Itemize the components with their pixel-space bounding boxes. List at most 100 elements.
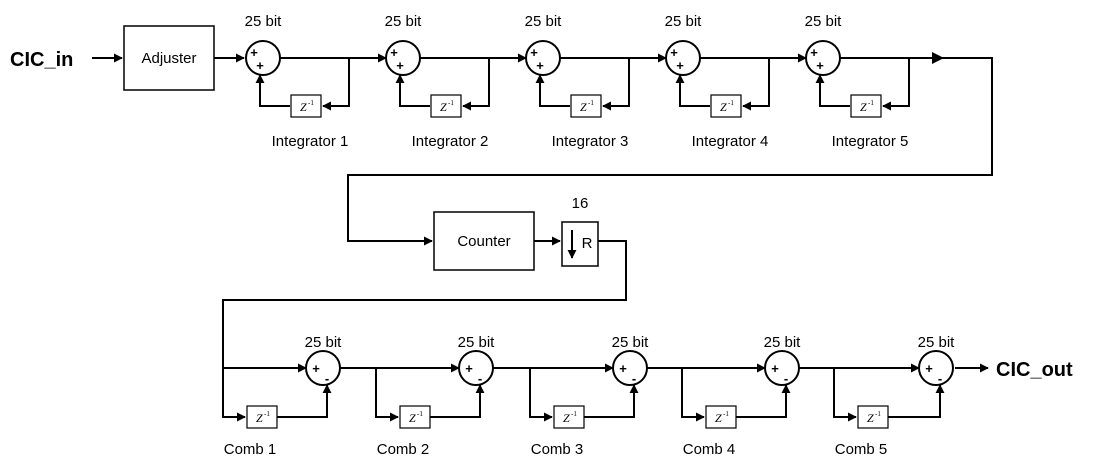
cic-in-label: CIC_in — [10, 49, 73, 71]
integrator-return-wire — [395, 74, 430, 107]
delay-symbol-base: Z — [409, 411, 416, 425]
integrator-feedback-wire — [322, 58, 350, 111]
downsampler-to-comb-wire — [222, 240, 627, 368]
delay-box — [710, 94, 742, 118]
comb-label: Comb 3 — [531, 441, 584, 458]
integrator-delay: Z-1 — [710, 94, 742, 118]
integrator-to-counter-wire — [347, 57, 993, 246]
adder-sign-left: + — [925, 361, 933, 376]
comb-label: Comb 2 — [377, 441, 430, 458]
bit-width-label: 25 bit — [305, 334, 343, 351]
comb-subtract-wire — [888, 384, 945, 418]
integrator-label: Integrator 4 — [692, 133, 769, 150]
delay-symbol-exponent: -1 — [868, 99, 874, 107]
comb-delay-input-wire — [681, 368, 705, 422]
comb-label: Comb 4 — [683, 441, 736, 458]
integrator-return-wire — [535, 74, 570, 107]
delay-symbol-exponent: -1 — [308, 99, 314, 107]
adder-sign-top: + — [810, 45, 818, 60]
delay-box — [430, 94, 462, 118]
delay-symbol-exponent: -1 — [264, 410, 270, 418]
integrator-delay: Z-1 — [290, 94, 322, 118]
adder-sign-left: + — [771, 361, 779, 376]
summing-junction — [764, 350, 800, 386]
adder-sign-bottom: - — [632, 371, 636, 386]
delay-symbol-base: Z — [256, 411, 263, 425]
integrator-label: Integrator 5 — [832, 133, 909, 150]
delay-box — [857, 405, 889, 429]
delay-symbol-base: Z — [300, 100, 307, 114]
comb-subtract-wire — [736, 384, 791, 418]
integrator-label: Integrator 2 — [412, 133, 489, 150]
integrator-feedback-wire — [882, 58, 910, 111]
adder-sign-bottom: + — [536, 58, 544, 73]
summing-junction — [612, 350, 648, 386]
adder-sign-bottom: - — [325, 371, 329, 386]
adder-sign-left: + — [312, 361, 320, 376]
bit-width-label: 25 bit — [385, 13, 423, 30]
comb-delay: Z-1 — [246, 405, 278, 429]
delay-symbol-base: Z — [440, 100, 447, 114]
adder-sign-left: + — [465, 361, 473, 376]
bit-width-label: 25 bit — [612, 334, 650, 351]
delay-symbol-base: Z — [715, 411, 722, 425]
delay-box — [246, 405, 278, 429]
bit-width-label: 25 bit — [805, 13, 843, 30]
integrator-feedback-wire — [462, 58, 490, 111]
delay-box — [850, 94, 882, 118]
delay-symbol-base: Z — [860, 100, 867, 114]
adder-sign-bottom: - — [938, 371, 942, 386]
adder-sign-bottom: + — [396, 58, 404, 73]
bit-width-label: 25 bit — [458, 334, 496, 351]
summing-junction — [385, 40, 421, 76]
delay-symbol-exponent: -1 — [875, 410, 881, 418]
delay-box — [570, 94, 602, 118]
delay-box — [290, 94, 322, 118]
integrator-delay: Z-1 — [430, 94, 462, 118]
delay-symbol-base: Z — [580, 100, 587, 114]
downsample-factor-label: 16 — [572, 195, 589, 212]
comb-label: Comb 5 — [835, 441, 888, 458]
counter-label: Counter — [457, 233, 510, 250]
adder-sign-top: + — [530, 45, 538, 60]
summing-junction — [665, 40, 701, 76]
integrator-return-wire — [675, 74, 710, 107]
summing-junction — [525, 40, 561, 76]
summing-junction — [918, 350, 954, 386]
integrator-feedback-wire — [602, 58, 630, 111]
comb-delay-input-wire — [222, 368, 246, 422]
flow-arrow-top-right — [932, 52, 944, 64]
delay-box — [553, 405, 585, 429]
adder-sign-bottom: + — [256, 58, 264, 73]
comb-subtract-wire — [430, 384, 485, 418]
delay-symbol-exponent: -1 — [417, 410, 423, 418]
downsampler-symbol: R — [582, 235, 593, 252]
integrator-return-wire — [255, 74, 290, 107]
delay-symbol-exponent: -1 — [728, 99, 734, 107]
comb-delay-input-wire — [833, 368, 857, 422]
adder-sign-top: + — [670, 45, 678, 60]
delay-symbol-exponent: -1 — [571, 410, 577, 418]
delay-box — [705, 405, 737, 429]
comb-delay: Z-1 — [705, 405, 737, 429]
comb-delay: Z-1 — [553, 405, 585, 429]
summing-junction — [305, 350, 341, 386]
adder-sign-bottom: + — [676, 58, 684, 73]
adder-sign-top: + — [250, 45, 258, 60]
adder-sign-left: + — [619, 361, 627, 376]
integrator-label: Integrator 3 — [552, 133, 629, 150]
integrator-label: Integrator 1 — [272, 133, 349, 150]
integrator-delay: Z-1 — [570, 94, 602, 118]
delay-symbol-base: Z — [720, 100, 727, 114]
